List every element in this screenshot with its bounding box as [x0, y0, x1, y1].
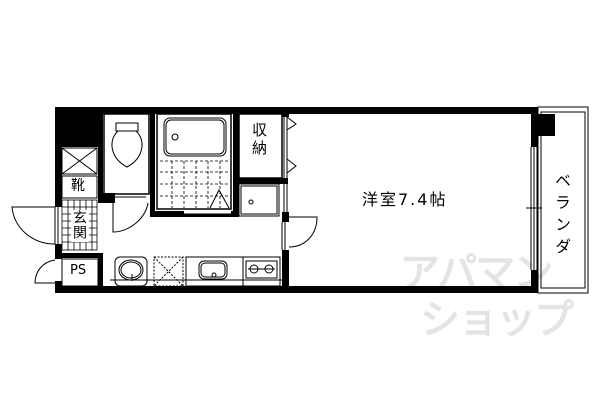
shoe-box-label: 靴 [71, 178, 85, 194]
balcony-outline [537, 106, 589, 294]
bath-door-icon [209, 188, 230, 209]
storage-label: 収納 [250, 122, 268, 158]
toilet-icon [111, 122, 143, 168]
entrance-label: 玄関 [71, 210, 87, 240]
balcony-label: ベランダ [552, 172, 571, 260]
room-door-icon [288, 216, 318, 248]
closet-door-icon [286, 158, 297, 174]
washbasin-icon [114, 256, 148, 287]
closet-door-icon [286, 116, 297, 131]
washing-machine-space-icon [153, 256, 184, 287]
toilet-door-icon [112, 199, 149, 233]
walls [55, 107, 555, 293]
storage-box [238, 113, 283, 179]
refrigerator-space-icon [238, 183, 280, 217]
bath-floor-tiles [160, 160, 230, 208]
ps-door-icon [34, 259, 56, 284]
western-room-label: 洋室7.4帖 [362, 190, 448, 209]
watermark-line2: ショップ [420, 297, 574, 343]
gas-stove-icon [242, 256, 281, 287]
shoe-cabinet-icon [61, 147, 98, 175]
pipe-space-label: PS [70, 263, 87, 278]
kitchen-sink-icon [185, 256, 244, 287]
entrance-door-icon [11, 206, 56, 245]
bathtub-icon [163, 117, 227, 157]
